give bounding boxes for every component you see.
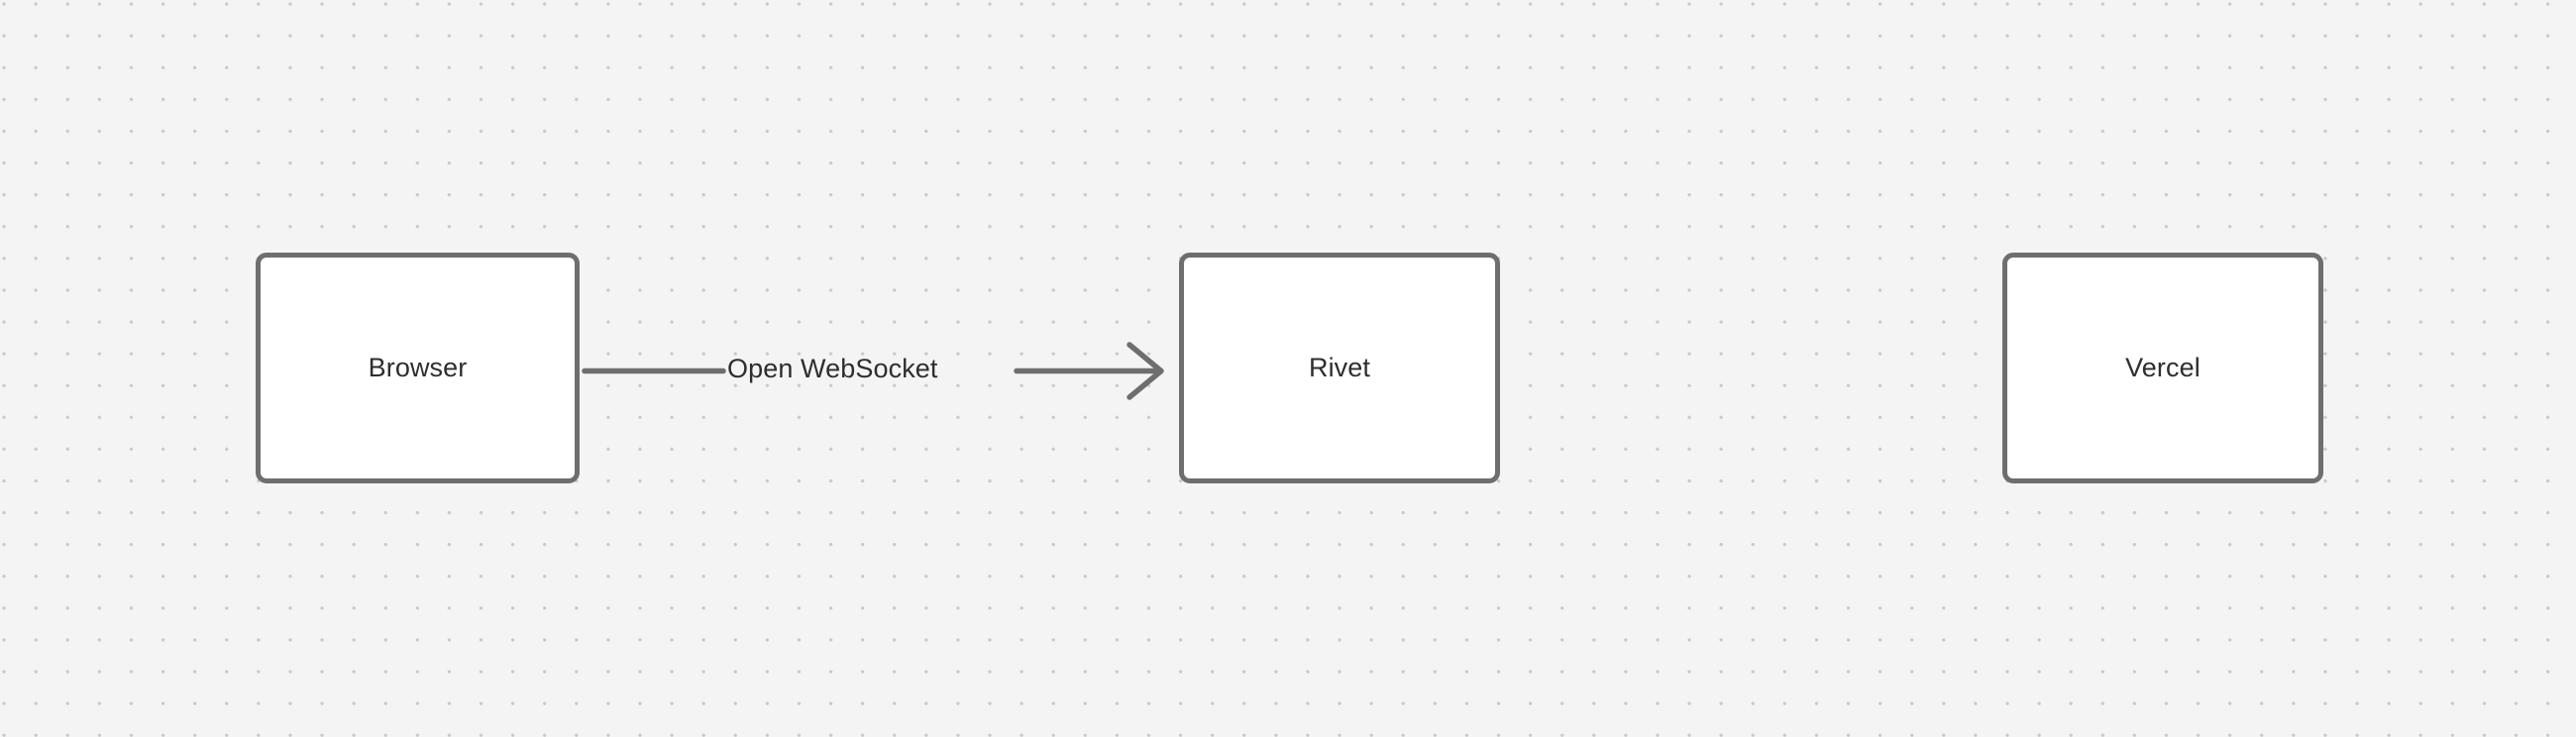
node-browser-label: Browser <box>368 353 468 382</box>
node-vercel-label: Vercel <box>2125 353 2200 382</box>
edge-label-open-websocket: Open WebSocket <box>727 354 938 383</box>
node-rivet[interactable]: Rivet <box>1179 253 1500 483</box>
node-browser[interactable]: Browser <box>256 253 580 483</box>
arrowhead-icon <box>1127 342 1164 400</box>
node-rivet-label: Rivet <box>1308 353 1370 382</box>
node-vercel[interactable]: Vercel <box>2002 253 2323 483</box>
